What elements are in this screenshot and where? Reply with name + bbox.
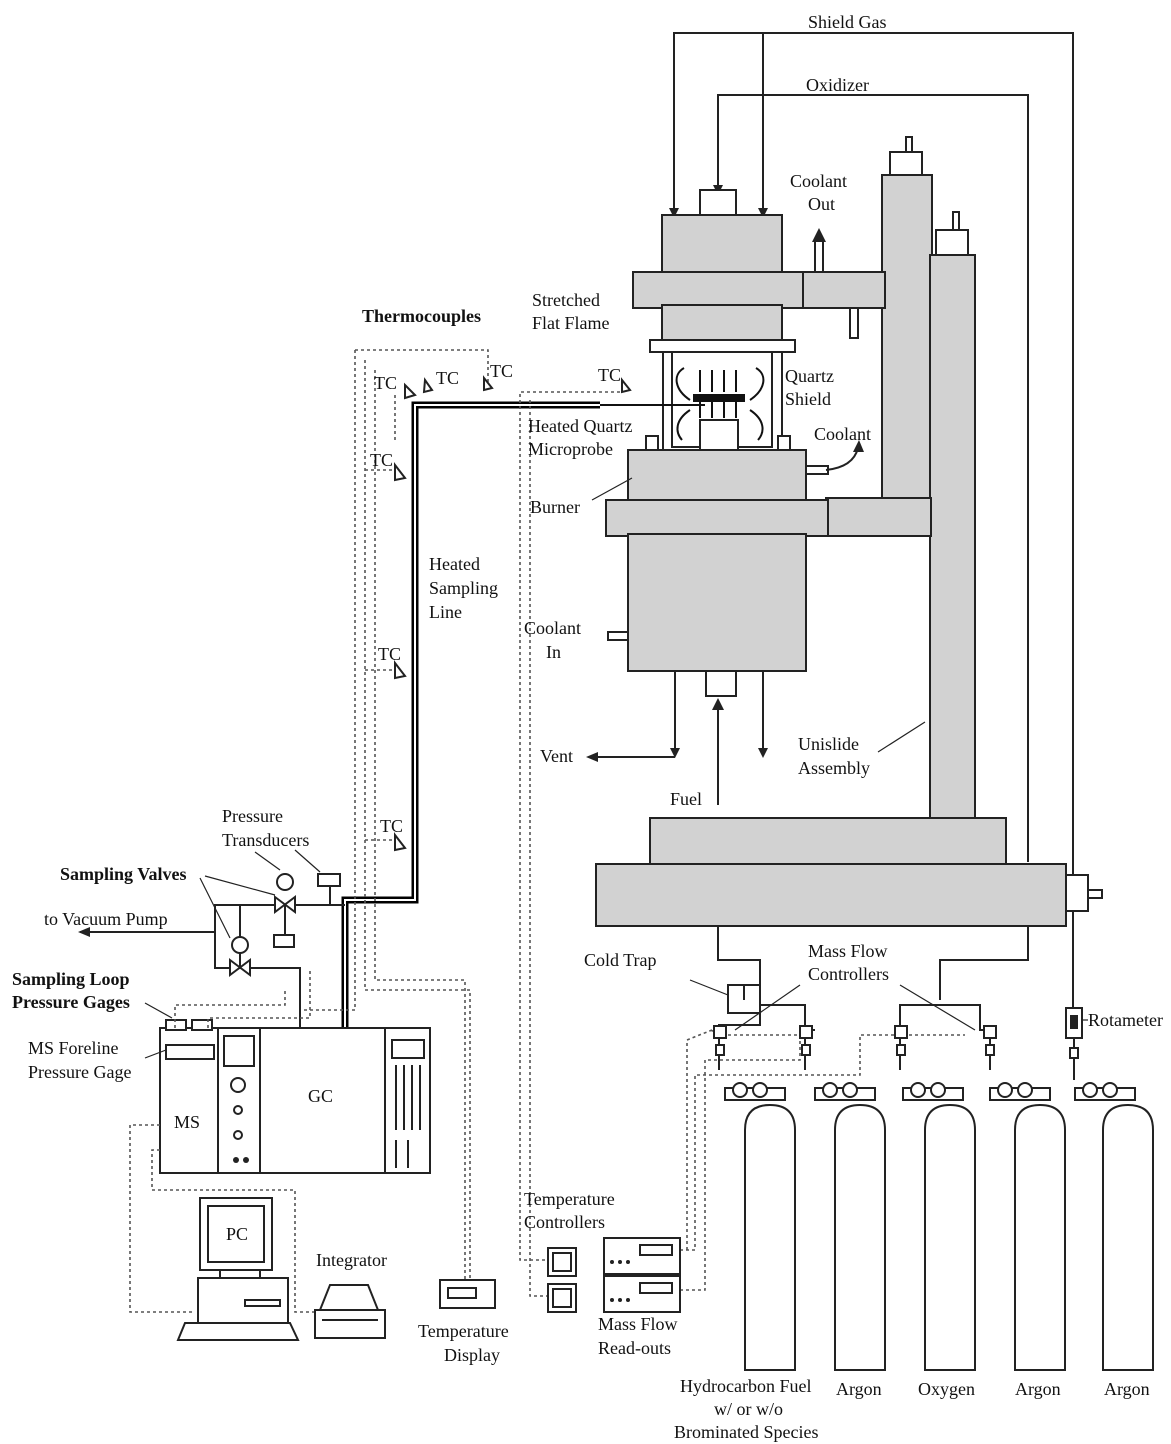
label-pc: PC — [226, 1224, 248, 1244]
temperature-controllers — [547, 1247, 577, 1313]
label-stretched-2: Flat Flame — [532, 313, 610, 333]
label-unislide-1: Unislide — [798, 734, 859, 754]
label-cyl-argon-3: Argon — [1104, 1379, 1150, 1399]
label-probe-1: Heated Quartz — [528, 416, 632, 436]
label-tempctrl-2: Controllers — [524, 1212, 605, 1232]
cylinder-oxygen — [902, 1082, 976, 1371]
tc-markers — [394, 375, 632, 852]
label-tc-1: TC — [374, 373, 397, 393]
label-sampling-1: Heated — [429, 554, 480, 574]
label-tc-2: TC — [436, 368, 459, 388]
label-ms: MS — [174, 1112, 200, 1132]
label-readout-2: Read-outs — [598, 1338, 671, 1358]
label-vent: Vent — [540, 746, 573, 766]
label-probe-2: Microprobe — [528, 439, 613, 459]
thermocouple-wiring — [299, 349, 965, 1297]
label-tempctrl-1: Temperature — [524, 1189, 615, 1209]
label-quartz-1: Quartz — [785, 366, 834, 386]
label-gc: GC — [308, 1086, 333, 1106]
label-tempdisp-1: Temperature — [418, 1321, 509, 1341]
sampling-valves — [78, 849, 345, 1028]
label-tc-5: TC — [370, 450, 393, 470]
ms-gc-instrument — [144, 1002, 431, 1174]
label-cyl-fuel-3: Brominated Species — [674, 1422, 818, 1442]
label-coolant-in-2: In — [546, 642, 561, 662]
label-coolant: Coolant — [814, 424, 871, 444]
label-cyl-oxygen: Oxygen — [918, 1379, 975, 1399]
label-cyl-argon-1: Argon — [836, 1379, 882, 1399]
unislide-assembly — [799, 136, 976, 821]
label-tc-7: TC — [380, 816, 403, 836]
label-loop-1: Sampling Loop — [12, 969, 130, 989]
label-cyl-fuel-2: w/ or w/o — [714, 1399, 783, 1419]
pc-wiring — [129, 968, 325, 1313]
label-foreline-1: MS Foreline — [28, 1038, 119, 1058]
integrator — [314, 1284, 386, 1339]
label-tc-4: TC — [598, 365, 621, 385]
mass-flow-readouts — [603, 1237, 681, 1313]
label-sampling-2: Sampling — [429, 578, 498, 598]
label-sampling-3: Line — [429, 602, 462, 622]
label-tc-6: TC — [378, 644, 401, 664]
label-burner: Burner — [530, 497, 580, 517]
label-readout-1: Mass Flow — [598, 1314, 678, 1334]
label-mfc-2: Controllers — [808, 964, 889, 984]
label-unislide-2: Assembly — [798, 758, 870, 778]
label-quartz-2: Shield — [785, 389, 831, 409]
burner — [586, 189, 864, 805]
cylinder-argon-2 — [989, 1082, 1066, 1371]
label-vacuum: to Vacuum Pump — [44, 909, 168, 929]
label-fuel: Fuel — [670, 789, 702, 809]
label-loop-2: Pressure Gages — [12, 992, 130, 1012]
label-mfc-1: Mass Flow — [808, 941, 888, 961]
label-shield-gas: Shield Gas — [808, 12, 887, 32]
flame-arrows — [675, 367, 765, 441]
pc-computer — [176, 1197, 300, 1341]
label-cyl-argon-2: Argon — [1015, 1379, 1061, 1399]
label-pressure-1: Pressure — [222, 806, 283, 826]
label-integrator: Integrator — [316, 1250, 387, 1270]
label-coolant-in-1: Coolant — [524, 618, 581, 638]
label-stretched-1: Stretched — [532, 290, 600, 310]
label-rotameter: Rotameter — [1088, 1010, 1163, 1030]
cylinder-argon-1 — [814, 1082, 886, 1371]
cylinder-fuel — [724, 1082, 796, 1371]
label-thermocouples: Thermocouples — [362, 306, 481, 326]
label-cold-trap: Cold Trap — [584, 950, 657, 970]
cold-trap-and-mfc — [689, 979, 1088, 1080]
cylinder-argon-3 — [1074, 1082, 1154, 1371]
label-oxidizer: Oxidizer — [806, 75, 869, 95]
label-pressure-2: Transducers — [222, 830, 309, 850]
heated-sampling-line — [341, 401, 705, 1030]
diagram-labels: Shield Gas Oxidizer Coolant Out Stretche… — [12, 12, 1163, 1442]
label-sampling-valves: Sampling Valves — [60, 864, 187, 884]
base-platform — [595, 817, 1103, 927]
gas-cylinders — [724, 1082, 1154, 1371]
label-coolant-out-2: Out — [808, 194, 835, 214]
label-coolant-out-1: Coolant — [790, 171, 847, 191]
label-cyl-fuel-1: Hydrocarbon Fuel — [680, 1376, 811, 1396]
temperature-display — [439, 1279, 496, 1309]
label-tc-3: TC — [490, 361, 513, 381]
label-tempdisp-2: Display — [444, 1345, 500, 1365]
label-foreline-2: Pressure Gage — [28, 1062, 131, 1082]
